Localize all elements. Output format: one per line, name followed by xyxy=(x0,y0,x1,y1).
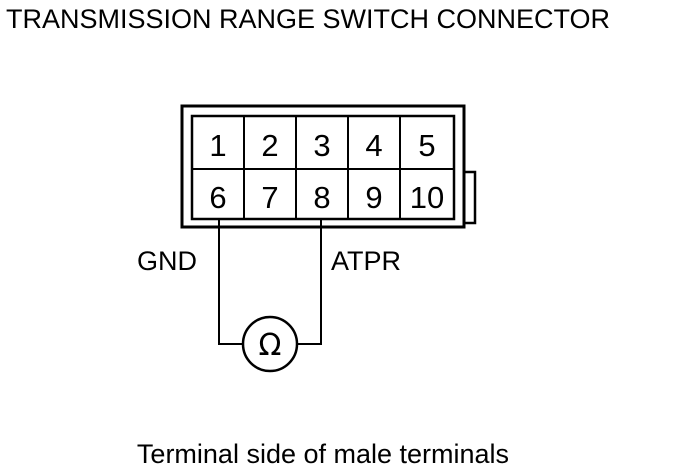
pin-number: 5 xyxy=(418,128,435,163)
diagram-title: TRANSMISSION RANGE SWITCH CONNECTOR xyxy=(6,4,610,34)
pin-number: 9 xyxy=(365,180,382,215)
pin-number: 1 xyxy=(209,128,226,163)
test-lead-gnd xyxy=(218,219,242,345)
pin-number: 6 xyxy=(209,180,226,215)
pin-number: 7 xyxy=(261,180,278,215)
pin-grid-border xyxy=(190,114,456,221)
ohmmeter-symbol xyxy=(241,315,299,373)
diagram-caption: Terminal side of male terminals xyxy=(137,439,509,469)
ohm-icon: Ω xyxy=(259,328,282,363)
pin-number: 3 xyxy=(313,128,330,163)
pin-number: 8 xyxy=(313,180,330,215)
pin-grid xyxy=(190,114,456,221)
label-gnd: GND xyxy=(137,246,197,276)
pin-number: 4 xyxy=(365,128,382,163)
label-atpr: ATPR xyxy=(331,246,401,276)
pin-number: 2 xyxy=(261,128,278,163)
connector-lock-tab xyxy=(462,170,477,225)
connector-housing xyxy=(180,104,466,229)
pin-number: 10 xyxy=(410,180,444,215)
test-lead-atpr xyxy=(298,219,322,345)
